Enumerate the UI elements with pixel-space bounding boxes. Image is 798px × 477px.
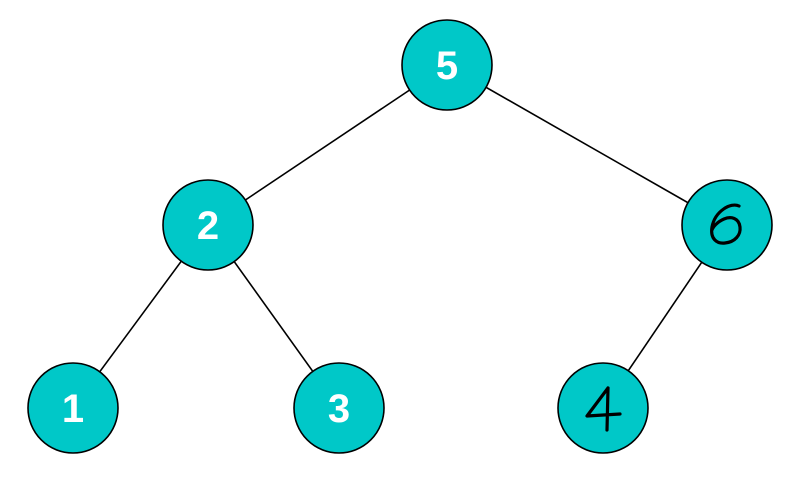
tree-edge — [207, 64, 448, 226]
node-circle — [401, 19, 493, 111]
node-circle — [162, 179, 254, 271]
tree-nodes: 5 2 6 1 3 4 — [27, 19, 773, 454]
node-circle — [681, 179, 773, 271]
node-label: 5 — [436, 44, 458, 88]
tree-node: 5 — [401, 19, 493, 111]
tree-node: 6 — [681, 179, 773, 271]
node-circle — [293, 362, 385, 454]
node-label: 2 — [197, 204, 219, 248]
tree-node: 2 — [162, 179, 254, 271]
tree-node: 1 — [27, 362, 119, 454]
node-label: 3 — [328, 387, 350, 431]
node-circle — [557, 362, 649, 454]
node-circle — [27, 362, 119, 454]
node-label: 1 — [62, 387, 84, 431]
tree-edge — [446, 64, 728, 226]
handwritten-label: 6 — [710, 203, 742, 245]
tree-node: 4 — [557, 362, 649, 454]
tree-node: 3 — [293, 362, 385, 454]
handwritten-label: 4 — [585, 386, 622, 432]
